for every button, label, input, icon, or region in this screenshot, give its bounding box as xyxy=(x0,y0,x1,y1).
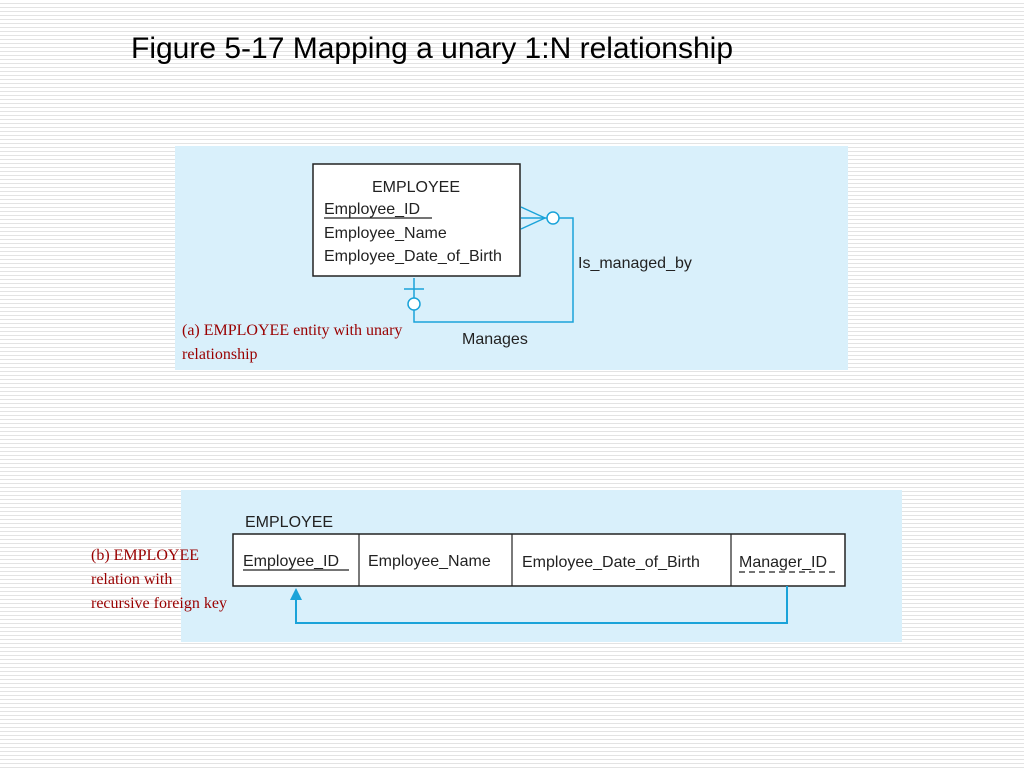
entity-name: EMPLOYEE xyxy=(372,179,460,196)
relation-name: EMPLOYEE xyxy=(245,514,333,531)
employee-entity-box xyxy=(312,163,521,277)
column-employee-name: Employee_Name xyxy=(368,553,491,570)
is-managed-by-label: Is_managed_by xyxy=(578,255,692,272)
slide-title: Figure 5-17 Mapping a unary 1:N relation… xyxy=(131,32,734,65)
arrowhead-icon xyxy=(290,588,302,600)
column-employee-date-of-birth: Employee_Date_of_Birth xyxy=(522,554,700,571)
caption-a: (a) EMPLOYEE entity with unary relations… xyxy=(182,322,403,363)
column-manager-id: Manager_ID xyxy=(739,554,827,571)
caption-b: (b) EMPLOYEE relation with recursive for… xyxy=(91,547,227,612)
entity-attribute-employee-id: Employee_ID xyxy=(324,201,420,218)
recursive-foreign-key-arrow xyxy=(295,586,788,624)
recursive-relationship-line xyxy=(404,206,574,323)
entity-attribute-employee-name: Employee_Name xyxy=(324,225,447,242)
column-employee-id: Employee_ID xyxy=(243,553,339,570)
relation-table xyxy=(232,533,846,587)
manages-label: Manages xyxy=(462,331,528,348)
entity-attribute-employee-date-of-birth: Employee_Date_of_Birth xyxy=(324,248,502,265)
